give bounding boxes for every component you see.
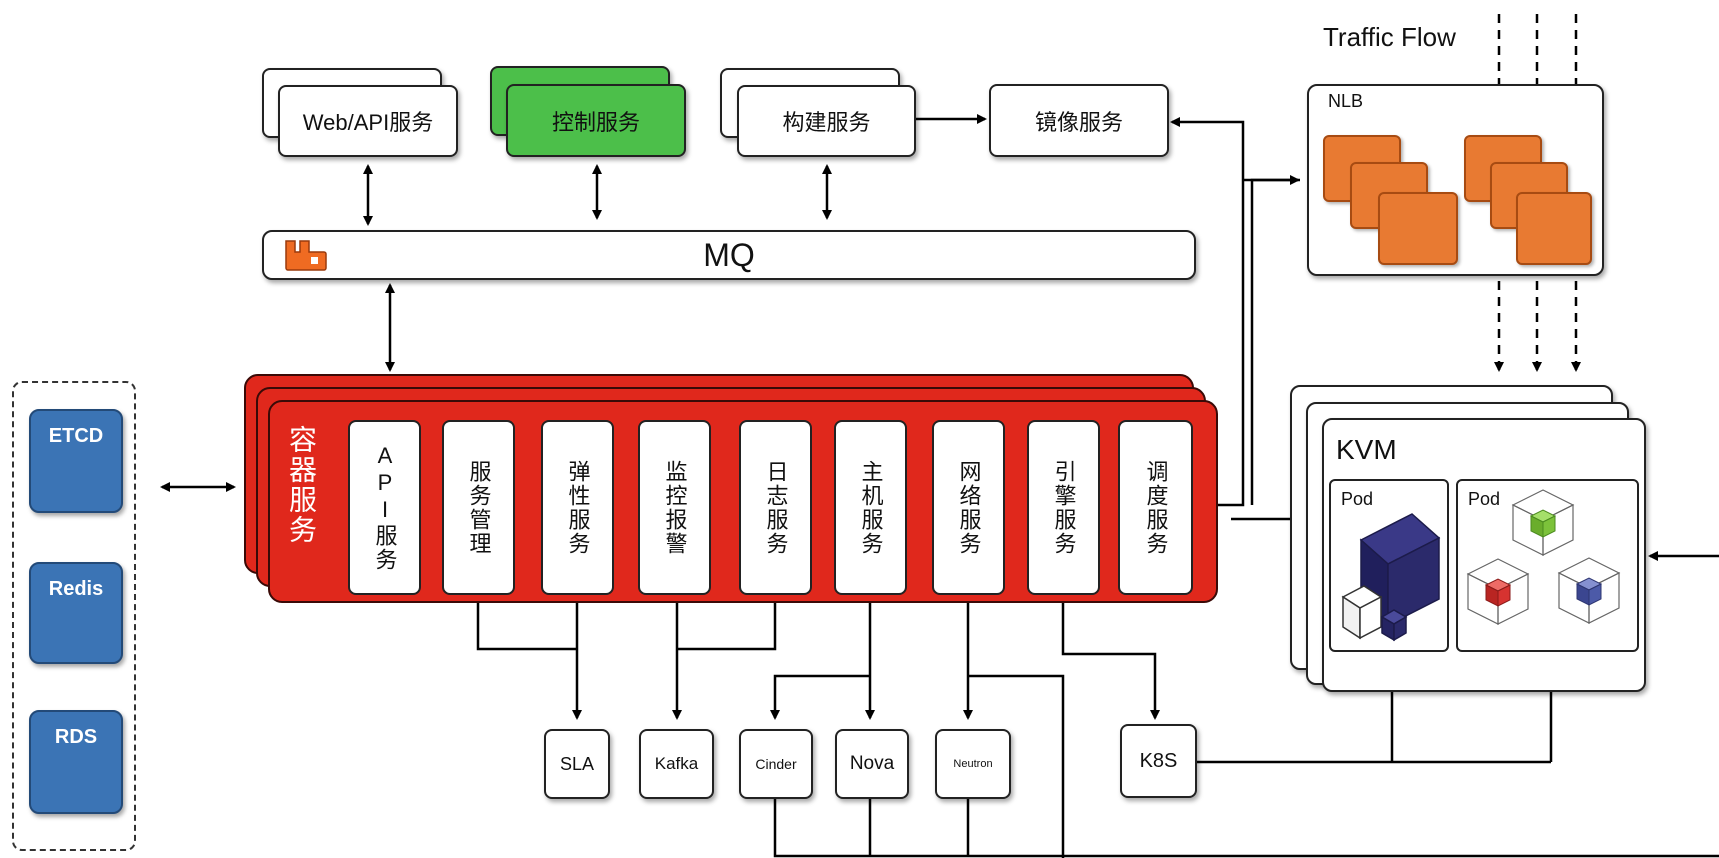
redis-label: Redis <box>48 578 104 600</box>
module-elastic-service[interactable]: 弹性服务 <box>541 420 614 595</box>
module-log-service[interactable]: 日志服务 <box>739 420 812 595</box>
sla-label: SLA <box>559 753 595 774</box>
image-service-label: 镜像服务 <box>1034 109 1123 135</box>
web-api-service[interactable]: Web/API服务 <box>278 85 458 157</box>
control-service-label: 控制服务 <box>551 109 640 135</box>
rabbitmq-icon <box>284 239 328 271</box>
etcd-db[interactable]: ETCD <box>29 409 123 513</box>
nlb-label: NLB <box>1328 91 1364 111</box>
image-service[interactable]: 镜像服务 <box>989 84 1169 157</box>
cinder-box[interactable]: Cinder <box>739 729 813 799</box>
module-scheduling-service[interactable]: 调度服务 <box>1118 420 1193 595</box>
storage-group <box>12 381 136 851</box>
traffic-flow-label: Traffic Flow <box>1323 22 1456 52</box>
module-network-service[interactable]: 网络服务 <box>932 420 1005 595</box>
kafka-label: Kafka <box>654 754 699 773</box>
k8s-box[interactable]: K8S <box>1120 724 1197 798</box>
pod-2-label: Pod <box>1468 489 1501 509</box>
pod-2[interactable]: Pod <box>1456 479 1639 652</box>
nlb-node-2c <box>1516 192 1592 265</box>
module-engine-service[interactable]: 引擎服务 <box>1027 420 1100 595</box>
module-monitoring-alert[interactable]: 监控报警 <box>638 420 711 595</box>
build-service-label: 构建服务 <box>782 110 871 135</box>
module-service-management[interactable]: 服务管理 <box>442 420 515 595</box>
mq-label: MQ <box>703 236 755 273</box>
module-api-service[interactable]: API服务 <box>348 420 421 595</box>
kafka-box[interactable]: Kafka <box>639 729 714 799</box>
container-service-title: 容器服务 <box>286 425 317 545</box>
rds-label: RDS <box>54 726 98 748</box>
build-service[interactable]: 构建服务 <box>737 85 916 157</box>
pod-1[interactable]: Pod <box>1329 479 1449 652</box>
sla-box[interactable]: SLA <box>544 729 610 799</box>
neutron-box[interactable]: Neutron <box>935 729 1011 799</box>
k8s-label: K8S <box>1139 749 1178 772</box>
nova-box[interactable]: Nova <box>835 729 909 799</box>
rds-db[interactable]: RDS <box>29 710 123 814</box>
web-api-service-label: Web/API服务 <box>302 110 434 135</box>
nlb-node-1c <box>1378 192 1458 265</box>
cinder-label: Cinder <box>755 756 797 772</box>
pod-1-label: Pod <box>1341 489 1374 509</box>
neutron-label: Neutron <box>953 758 993 770</box>
mq-bar[interactable]: MQ <box>262 230 1196 280</box>
kvm-label: KVM <box>1336 434 1397 465</box>
etcd-label: ETCD <box>48 425 104 447</box>
redis-db[interactable]: Redis <box>29 562 123 664</box>
control-service[interactable]: 控制服务 <box>506 84 686 157</box>
nova-label: Nova <box>849 753 895 774</box>
module-host-service[interactable]: 主机服务 <box>834 420 907 595</box>
